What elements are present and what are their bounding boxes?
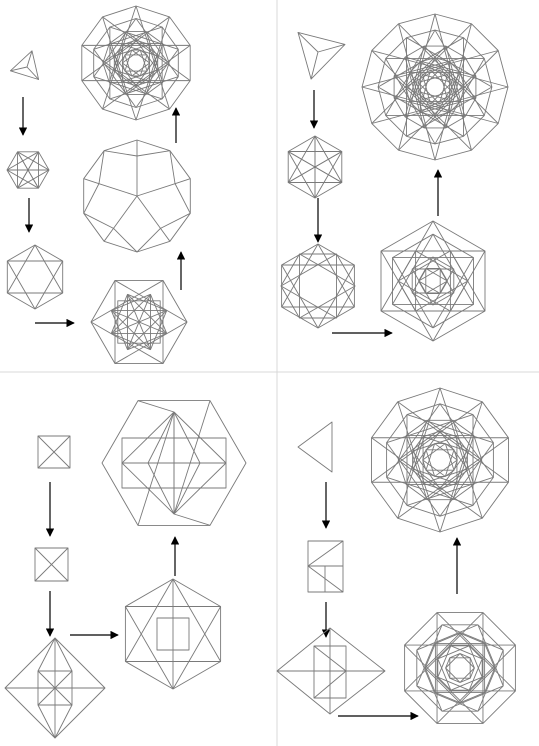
octagon-dense-shape [404,612,516,724]
panel-bottom-right [276,387,516,724]
diamond-split-shape [276,627,386,715]
hexagon-square-shape [124,578,222,690]
square-x-shape [37,435,71,469]
hexagon-overlap-shape [280,243,356,329]
hexagon-dense-shape [380,220,486,342]
triangle-shape [297,31,346,80]
square-x-shape-2 [34,547,69,582]
hexagon-large-shape [90,279,188,365]
triangle-shape [297,421,333,473]
diamond-square-shape [4,637,106,739]
hexagon-star-shape [287,135,343,199]
hexagon-star-shape [6,244,64,310]
dodecagon-dense-shape [371,387,509,533]
decagon-shape [83,139,191,253]
triangle-shape [9,50,40,80]
dodecagon-dense-shape [361,13,509,161]
hexagon-fan-shape [101,400,247,526]
rectangle-split-shape [307,540,344,593]
panel-top-left [6,5,191,365]
panel-bottom-left [4,400,247,739]
hexagon-small-shape [6,151,50,189]
decagon-dense-shape [81,5,191,121]
panel-top-right [280,13,509,342]
